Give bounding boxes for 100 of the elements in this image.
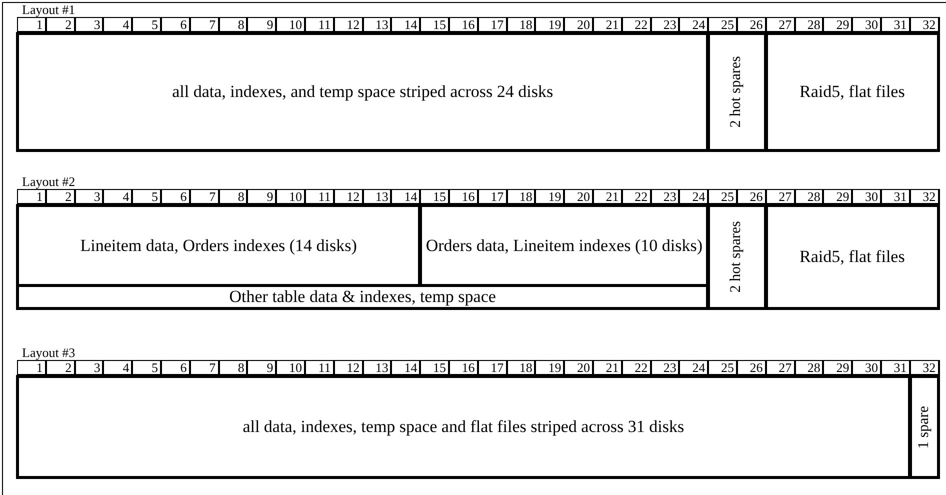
disk-number: 17 xyxy=(478,189,508,205)
layout-title: Layout #1 xyxy=(22,3,76,17)
storage-region xyxy=(707,204,767,310)
disk-number: 14 xyxy=(391,189,422,205)
disk-number: 24 xyxy=(679,360,710,376)
disk-number: 4 xyxy=(103,17,134,33)
disk-number: 4 xyxy=(103,189,134,205)
disk-number: 12 xyxy=(334,17,364,33)
disk-number: 6 xyxy=(161,360,191,376)
storage-region xyxy=(908,375,940,479)
disk-number: 14 xyxy=(391,360,422,376)
disk-number: 21 xyxy=(593,189,623,205)
disk-number: 9 xyxy=(247,360,278,376)
disk-number: 9 xyxy=(247,189,278,205)
storage-region xyxy=(16,375,911,479)
disk-number: 16 xyxy=(449,360,479,376)
disk-number: 19 xyxy=(535,360,566,376)
disk-number: 1 xyxy=(17,189,47,205)
disk-number: 25 xyxy=(708,189,738,205)
disk-number: 7 xyxy=(190,360,220,376)
region-label: Raid5, flat files xyxy=(800,82,905,102)
region-label: Other table data & indexes, temp space xyxy=(229,287,496,307)
disk-number: 16 xyxy=(449,189,479,205)
region-label: Raid5, flat files xyxy=(800,247,905,267)
disk-number: 11 xyxy=(305,360,335,376)
disk-number: 7 xyxy=(190,17,220,33)
disk-number: 19 xyxy=(535,189,566,205)
disk-number: 5 xyxy=(132,17,162,33)
disk-number: 27 xyxy=(766,360,796,376)
disk-number: 12 xyxy=(334,189,364,205)
disk-number: 31 xyxy=(881,17,911,33)
disk-number: 20 xyxy=(564,17,594,33)
disk-number: 15 xyxy=(420,360,450,376)
storage-region xyxy=(16,32,710,152)
disk-number: 17 xyxy=(478,17,508,33)
disk-number: 20 xyxy=(564,360,594,376)
disk-number: 20 xyxy=(564,189,594,205)
disk-number: 1 xyxy=(17,360,47,376)
storage-region xyxy=(764,32,940,152)
disk-number: 19 xyxy=(535,17,566,33)
disk-number: 15 xyxy=(420,189,450,205)
layout-title: Layout #3 xyxy=(22,346,76,360)
disk-number: 32 xyxy=(910,360,940,376)
disk-number: 12 xyxy=(334,360,364,376)
disk-number: 29 xyxy=(823,360,854,376)
disk-number: 32 xyxy=(910,189,940,205)
disk-number: 2 xyxy=(46,360,76,376)
disk-number: 22 xyxy=(622,360,652,376)
disk-number: 6 xyxy=(161,17,191,33)
region-label: 1 spare xyxy=(916,406,933,448)
disk-number: 31 xyxy=(881,189,911,205)
storage-region xyxy=(707,32,767,152)
storage-region xyxy=(764,204,940,310)
storage-region xyxy=(16,204,422,287)
disk-number: 6 xyxy=(161,189,191,205)
region-label: Lineitem data, Orders indexes (14 disks) xyxy=(80,236,357,256)
disk-number: 26 xyxy=(737,360,767,376)
disk-number: 10 xyxy=(276,189,306,205)
disk-number: 2 xyxy=(46,189,76,205)
disk-number: 9 xyxy=(247,17,278,33)
disk-number: 14 xyxy=(391,17,422,33)
disk-number: 11 xyxy=(305,189,335,205)
disk-number: 22 xyxy=(622,189,652,205)
disk-number: 25 xyxy=(708,17,738,33)
disk-number: 29 xyxy=(823,17,854,33)
region-label: all data, indexes, temp space and flat files striped across 31 disks xyxy=(242,417,684,437)
disk-number: 21 xyxy=(593,360,623,376)
disk-number: 31 xyxy=(881,360,911,376)
disk-number: 29 xyxy=(823,189,854,205)
region-label: 2 hot spares xyxy=(728,56,746,128)
disk-number: 24 xyxy=(679,189,710,205)
disk-number: 10 xyxy=(276,17,306,33)
disk-number: 26 xyxy=(737,189,767,205)
disk-number: 17 xyxy=(478,360,508,376)
disk-number: 11 xyxy=(305,17,335,33)
disk-number: 1 xyxy=(17,17,47,33)
disk-number: 30 xyxy=(852,360,882,376)
region-label: Orders data, Lineitem indexes (10 disks) xyxy=(426,236,703,256)
disk-number: 25 xyxy=(708,360,738,376)
disk-number: 5 xyxy=(132,189,162,205)
disk-number: 30 xyxy=(852,189,882,205)
disk-number: 16 xyxy=(449,17,479,33)
disk-number: 10 xyxy=(276,360,306,376)
disk-number: 26 xyxy=(737,17,767,33)
disk-number: 7 xyxy=(190,189,220,205)
disk-number: 21 xyxy=(593,17,623,33)
disk-number: 15 xyxy=(420,17,450,33)
disk-number: 27 xyxy=(766,189,796,205)
disk-number: 5 xyxy=(132,360,162,376)
storage-region xyxy=(16,284,710,310)
disk-number: 30 xyxy=(852,17,882,33)
disk-number: 32 xyxy=(910,17,940,33)
disk-number: 24 xyxy=(679,17,710,33)
layout-title: Layout #2 xyxy=(22,175,76,189)
disk-number: 27 xyxy=(766,17,796,33)
disk-number: 2 xyxy=(46,17,76,33)
disk-number: 22 xyxy=(622,17,652,33)
region-label: 2 hot spares xyxy=(728,221,746,293)
disk-number: 4 xyxy=(103,360,134,376)
storage-region xyxy=(419,204,710,287)
